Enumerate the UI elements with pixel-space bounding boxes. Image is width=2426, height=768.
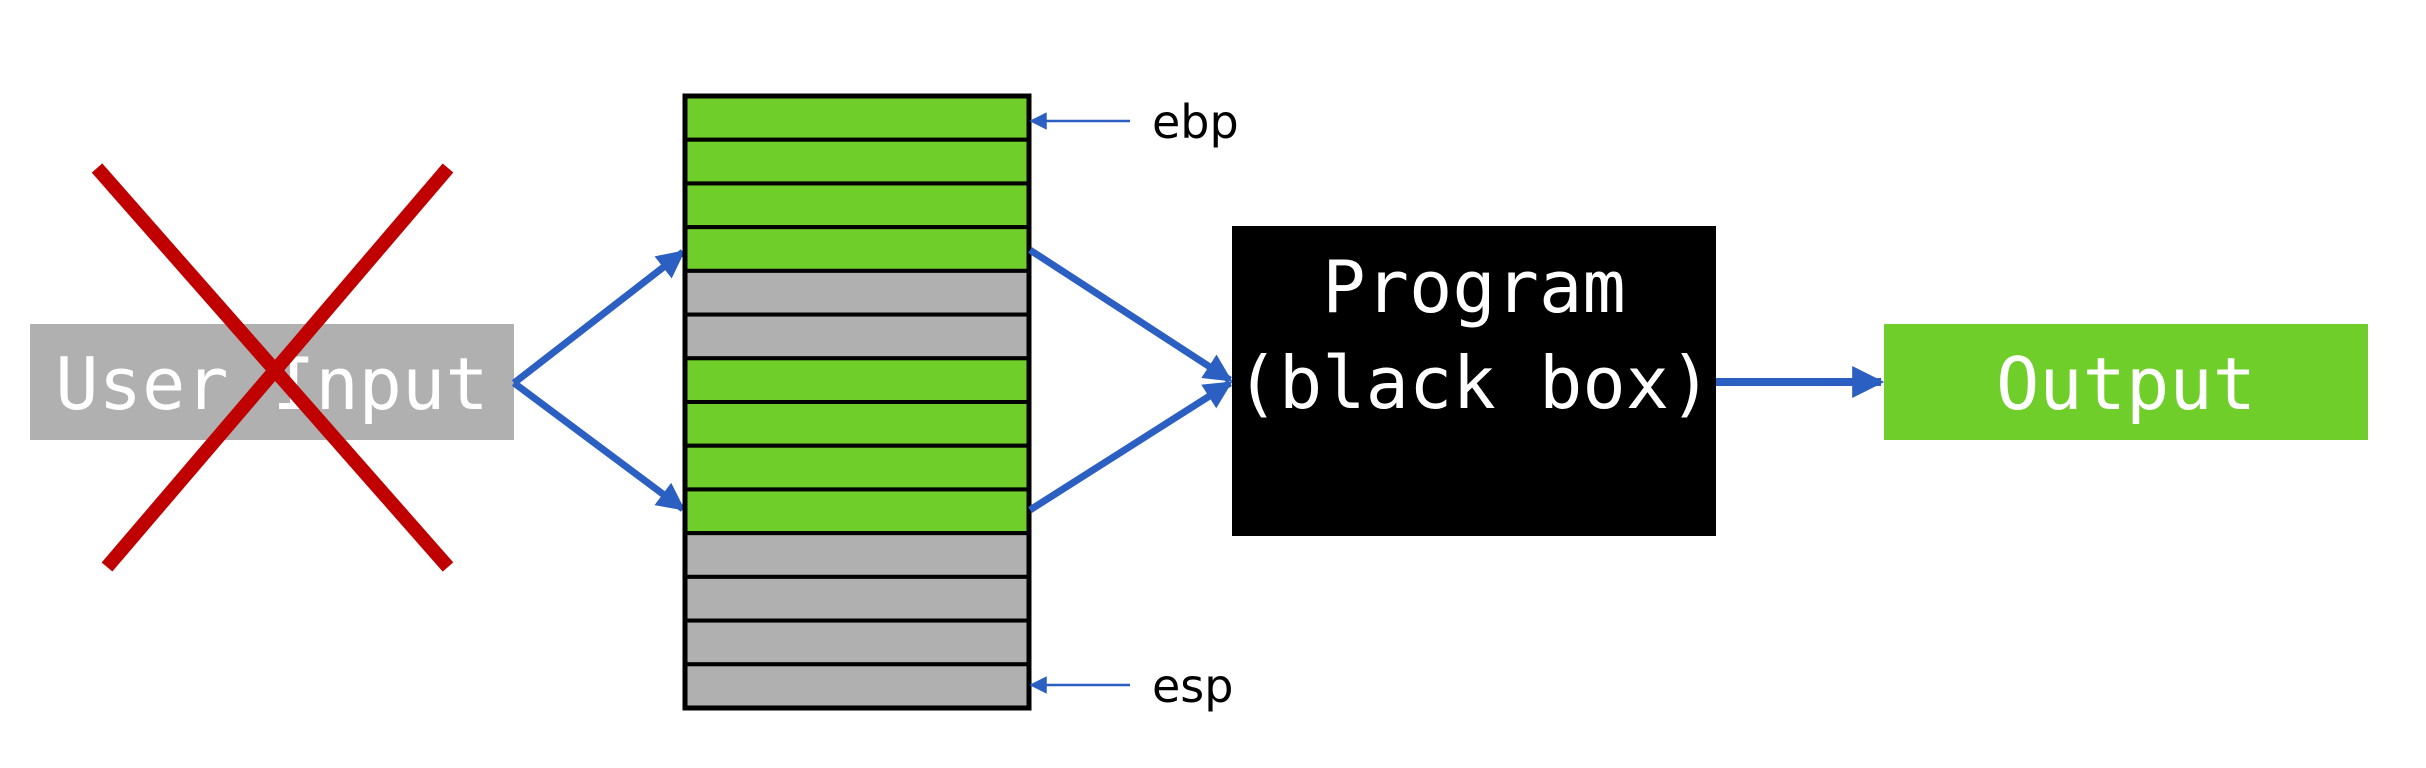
output-node: Output	[1884, 324, 2368, 440]
cross-out-icon	[91, 163, 454, 572]
stack-slot-filled	[683, 94, 1031, 142]
esp-label: esp	[1152, 659, 1233, 713]
cross-out-stroke-2	[101, 163, 454, 572]
output-box	[1884, 324, 2368, 440]
output-label: Output	[1996, 342, 2256, 426]
stack-border	[682, 93, 1032, 711]
stack-slot-empty	[683, 531, 1031, 579]
stack-slot-filled	[683, 181, 1031, 230]
stack-frame	[682, 93, 1032, 711]
stack-slot-empty	[683, 268, 1031, 317]
stack-slot-filled	[683, 400, 1031, 448]
stack-slot-filled	[683, 137, 1031, 186]
ebp-label: ebp	[1152, 95, 1239, 149]
stack-slot-empty	[683, 662, 1031, 710]
stack-slot-filled	[683, 487, 1031, 536]
arrow-stack-to-program-lower	[1028, 380, 1233, 513]
stack-slot-empty	[683, 618, 1031, 667]
stack-slot-filled	[683, 356, 1031, 404]
stack-slot-filled	[683, 225, 1031, 273]
ebp-pointer: ebp	[1029, 95, 1239, 149]
program-node: Program (black box)	[1232, 226, 1716, 536]
stack-slot-empty	[683, 312, 1031, 361]
arrow-stack-to-program-upper	[1028, 247, 1233, 383]
stack-slot-filled	[683, 443, 1031, 492]
program-label-line1: Program	[1322, 245, 1625, 329]
program-box	[1232, 226, 1716, 536]
program-label-line2: (black box)	[1236, 341, 1713, 425]
arrow-input-to-stack-lower	[511, 380, 686, 512]
esp-pointer: esp	[1029, 659, 1233, 713]
stack-slot-empty	[683, 574, 1031, 623]
arrow-input-to-stack-upper	[511, 249, 686, 386]
